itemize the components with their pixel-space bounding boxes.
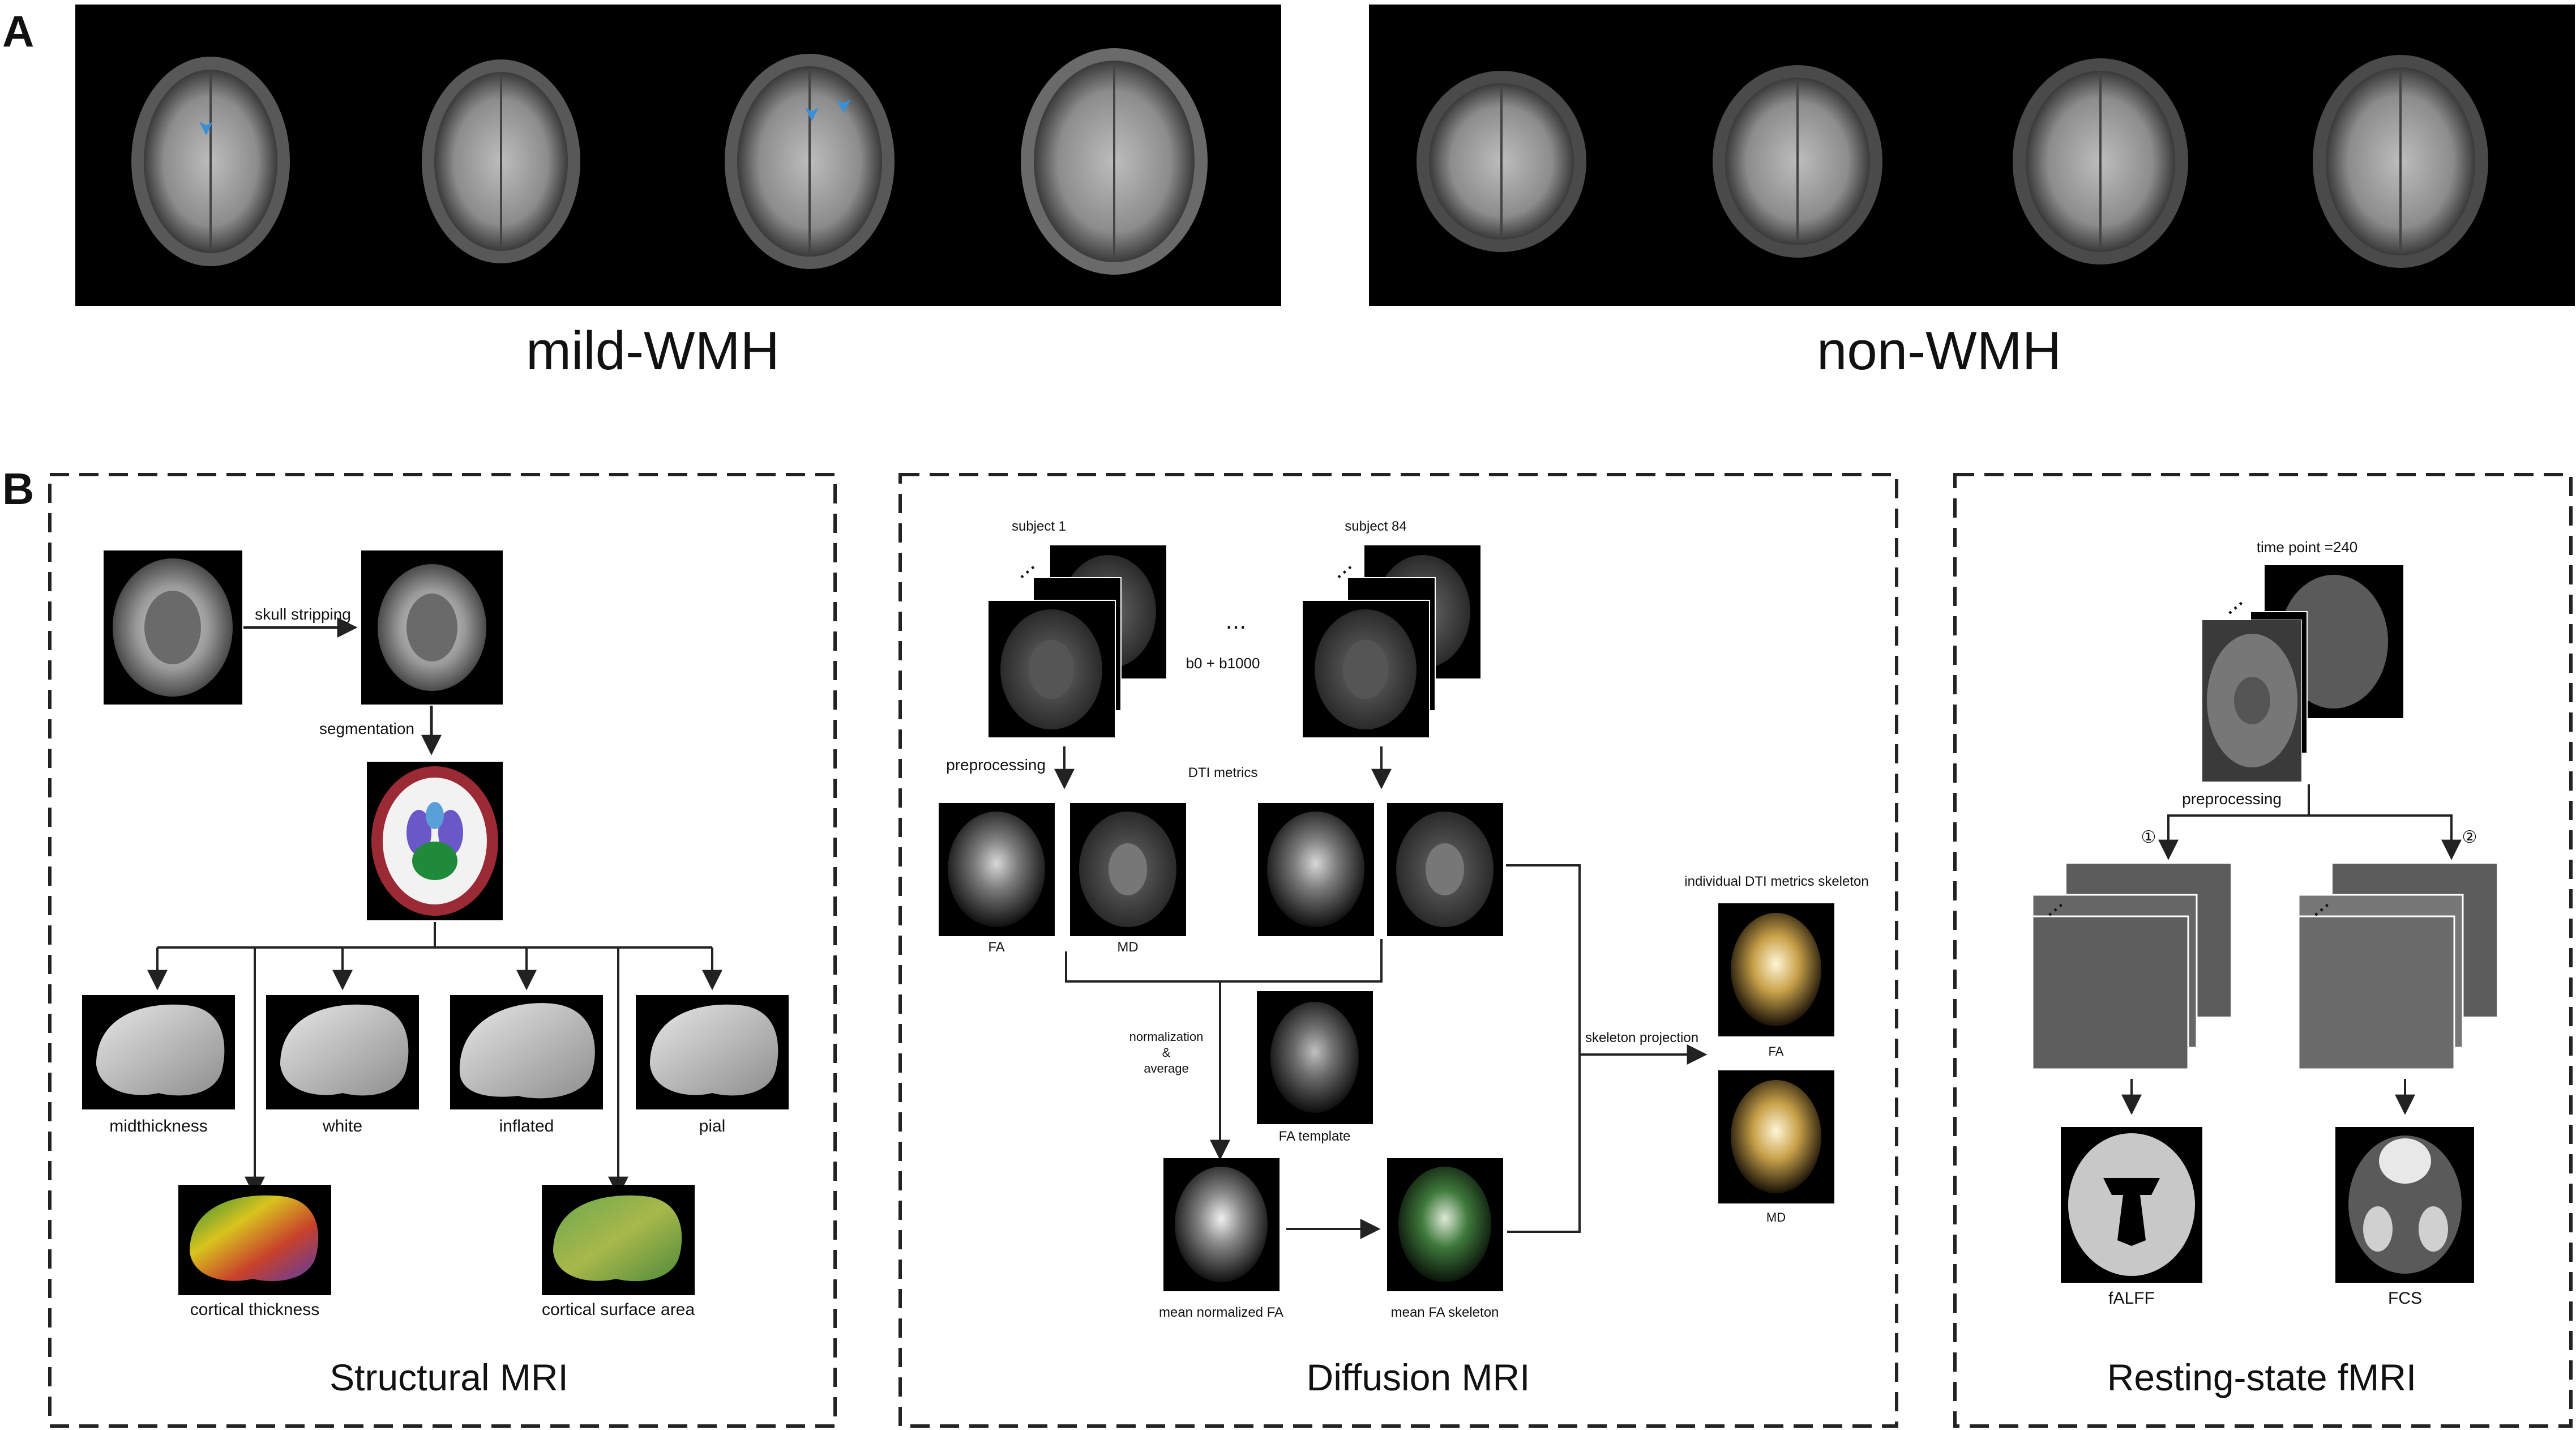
mean-fa-skeleton-label: mean FA skeleton — [1391, 1305, 1499, 1320]
fa-template-image — [1257, 991, 1373, 1124]
md-skeleton-image — [1718, 1070, 1834, 1203]
md-map — [1070, 803, 1186, 936]
flair-slice — [2313, 55, 2488, 268]
bold-volume-stack — [2202, 565, 2403, 782]
md-map — [1387, 803, 1503, 936]
inflated-surface — [450, 995, 603, 1109]
fa-template-label: FA template — [1279, 1129, 1351, 1144]
falff-map — [2061, 1127, 2202, 1283]
mean-normalized-fa-label: mean normalized FA — [1159, 1305, 1283, 1320]
segmentation-label: segmentation — [319, 720, 414, 737]
lesion-marker-icon — [837, 100, 850, 113]
midthickness-surface — [82, 995, 235, 1109]
fa-map — [939, 803, 1055, 936]
subject-1-dwi-stack — [987, 545, 1166, 739]
time-point-label: time point =240 — [2257, 539, 2358, 556]
normalization-label: normalization — [1129, 1030, 1204, 1044]
white-surface — [266, 995, 419, 1109]
panel-a-letter: A — [2, 6, 34, 56]
midthickness-label: midthickness — [109, 1117, 207, 1136]
white-label: white — [322, 1117, 362, 1136]
diffusion-mri-title: Diffusion MRI — [1307, 1356, 1530, 1398]
cortical-thickness-map — [178, 1185, 331, 1295]
step-1-marker: ① — [2141, 828, 2156, 847]
skeleton-fa-label: FA — [1769, 1044, 1784, 1058]
cortical-thickness-label: cortical thickness — [190, 1300, 319, 1319]
pial-surface — [636, 995, 789, 1109]
md-label: MD — [1117, 940, 1138, 955]
lesion-marker-icon — [805, 108, 819, 121]
non-wmh-label: non-WMH — [1817, 321, 2061, 381]
structural-mri-title: Structural MRI — [330, 1356, 568, 1398]
rs-preprocessing-label: preprocessing — [2182, 790, 2282, 808]
non-wmh-scan-strip — [1369, 5, 2575, 306]
t1-raw-image — [104, 550, 242, 705]
mild-wmh-scan-strip — [75, 5, 1281, 306]
mild-wmh-label: mild-WMH — [526, 321, 780, 381]
resting-state-fmri-section: time point =240 ... preprocessing ① ② ..… — [1953, 473, 2573, 1428]
average-label: average — [1144, 1061, 1189, 1075]
skull-stripped-image — [361, 550, 503, 705]
step-2-marker: ② — [2462, 828, 2477, 847]
panel-b-letter: B — [2, 464, 34, 514]
structural-mri-section: skull stripping segmentation — [48, 473, 837, 1428]
fa-skeleton-image — [1718, 903, 1834, 1036]
subject-84-label: subject 84 — [1345, 519, 1406, 534]
fa-label: FA — [988, 940, 1004, 955]
inflated-label: inflated — [499, 1117, 554, 1136]
fcs-label: FCS — [2388, 1289, 2422, 1308]
falff-volume-stack — [2031, 864, 2231, 1070]
skeleton-md-label: MD — [1766, 1210, 1786, 1224]
flair-slice — [725, 54, 895, 269]
diffusion-mri-section: subject 1 ... ... subject 84 ... b0 + b1… — [898, 473, 1898, 1428]
stack-ellipsis: ... — [2214, 586, 2248, 620]
lesion-marker-icon — [199, 122, 213, 135]
mean-fa-skeleton-image — [1387, 1158, 1503, 1291]
subject-1-label: subject 1 — [1012, 519, 1066, 534]
flair-slice — [1417, 71, 1586, 252]
mean-normalized-fa-image — [1163, 1158, 1280, 1291]
flair-slice — [2013, 58, 2188, 264]
fcs-volume-stack — [2297, 864, 2497, 1070]
skeleton-projection-label: skeleton projection — [1585, 1030, 1698, 1045]
skull-stripping-label: skull stripping — [255, 605, 351, 623]
subjects-ellipsis: ... — [1226, 607, 1247, 634]
dti-metrics-label: DTI metrics — [1188, 765, 1258, 780]
resting-state-fmri-title: Resting-state fMRI — [2107, 1356, 2417, 1398]
normalization-ampersand: & — [1162, 1045, 1171, 1060]
flair-slice — [1713, 65, 1882, 258]
fa-map — [1258, 803, 1374, 936]
pial-label: pial — [699, 1117, 726, 1136]
individual-skeleton-label: individual DTI metrics skeleton — [1684, 874, 1868, 889]
cortical-surface-area-map — [542, 1185, 695, 1295]
cortical-surface-area-label: cortical surface area — [542, 1300, 695, 1319]
subject-84-dwi-stack — [1302, 545, 1480, 739]
flair-slice — [1021, 48, 1208, 275]
fcs-map — [2335, 1127, 2474, 1283]
falff-label: fALFF — [2108, 1289, 2155, 1308]
flair-slice — [131, 57, 290, 266]
segmentation-image — [367, 762, 503, 920]
flair-slice — [422, 59, 580, 263]
b-values-label: b0 + b1000 — [1186, 655, 1260, 672]
preprocessing-label: preprocessing — [946, 756, 1046, 774]
